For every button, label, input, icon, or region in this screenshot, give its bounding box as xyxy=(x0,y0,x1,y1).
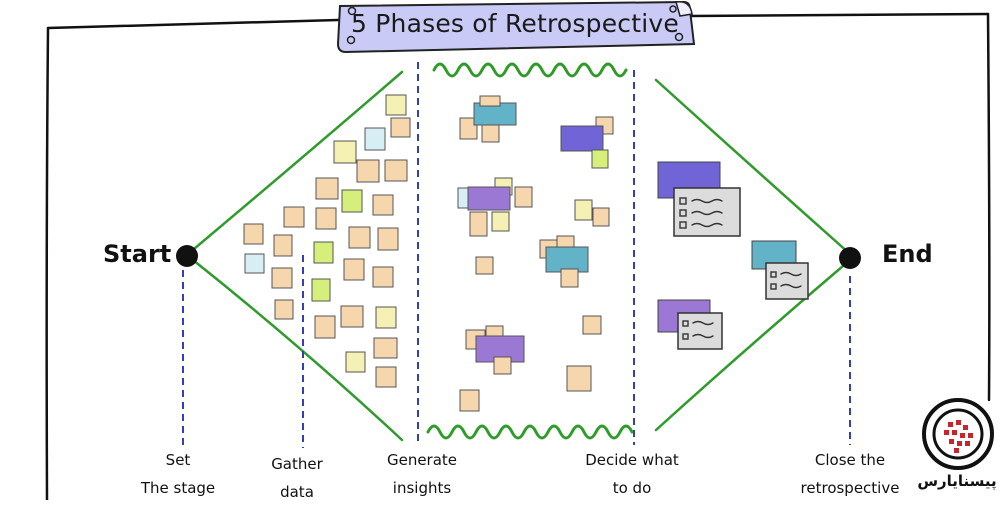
start-dot xyxy=(176,245,198,267)
phase-label-line: Decide what xyxy=(585,451,679,469)
funnel-line-top-left xyxy=(186,70,404,256)
wavy-lines xyxy=(426,62,634,440)
phase-label-line: data xyxy=(280,483,314,501)
phase-label-gather-data: Gather data xyxy=(247,450,347,506)
diagram-title: 5 Phases of Retrospective xyxy=(351,8,679,38)
phase-label-line: Set xyxy=(165,451,191,469)
end-label: End xyxy=(882,240,933,268)
phase-label-line: Gather xyxy=(271,455,323,473)
end-dot xyxy=(839,247,861,269)
logo-text: پیسنایارس xyxy=(917,472,996,491)
phase-label-line: to do xyxy=(612,479,652,497)
phase-label-close: Close the retrospective xyxy=(790,446,910,502)
action-checklists xyxy=(679,197,802,340)
frame xyxy=(45,12,991,500)
company-logo: پیسنایارس xyxy=(917,398,997,491)
phase-label-line: Generate xyxy=(386,451,458,469)
phase-label-generate-insights: Generate insights xyxy=(372,446,472,502)
funnel-line-bottom-right xyxy=(654,258,852,432)
action-cards xyxy=(657,161,809,350)
wavy-line-top xyxy=(432,62,628,78)
phase-label-line: retrospective xyxy=(800,479,900,497)
sticky-notes-insights xyxy=(457,95,614,412)
funnel-lines xyxy=(186,70,852,442)
wavy-line-bottom xyxy=(426,424,634,440)
phase-label-decide: Decide what to do xyxy=(572,446,692,502)
sticky-notes-gather xyxy=(243,94,411,388)
phase-label-line: insights xyxy=(392,479,452,497)
phase-label-line: Close the xyxy=(814,451,886,469)
title-banner xyxy=(336,0,696,54)
phase-label-set-stage: Set The stage xyxy=(128,446,228,502)
phase-dividers xyxy=(182,62,851,448)
funnel-line-bottom-left xyxy=(186,254,404,442)
funnel-line-top-right xyxy=(654,78,852,256)
start-label: Start xyxy=(103,240,172,268)
phase-label-line: The stage xyxy=(140,479,216,497)
